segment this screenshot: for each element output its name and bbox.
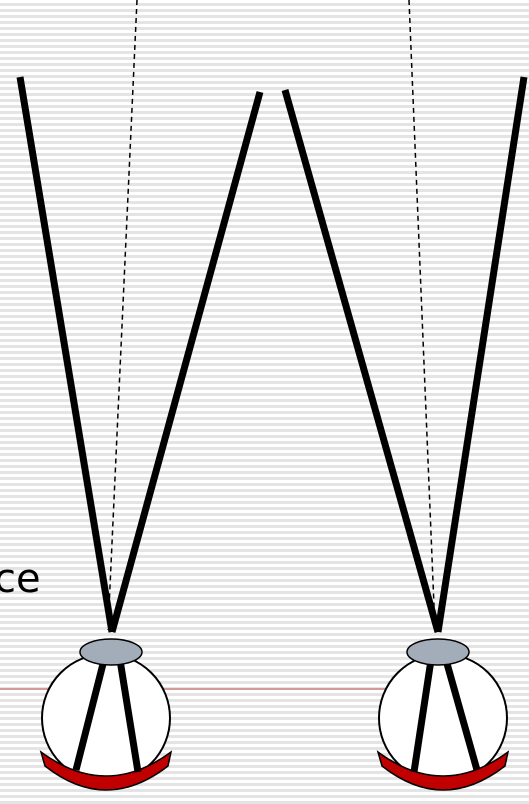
left-eyeball xyxy=(42,654,170,782)
right-pupil xyxy=(407,639,469,665)
right-eye xyxy=(285,0,524,790)
left-eye-ray-outer xyxy=(20,77,112,632)
left-eye xyxy=(20,0,260,790)
left-eye-ray-inner xyxy=(112,92,260,632)
left-pupil xyxy=(80,639,142,665)
right-eye-ray-inner xyxy=(285,90,438,632)
right-eyeball xyxy=(379,654,507,782)
left-visual-axis xyxy=(108,0,137,630)
right-eye-ray-outer xyxy=(438,77,524,632)
